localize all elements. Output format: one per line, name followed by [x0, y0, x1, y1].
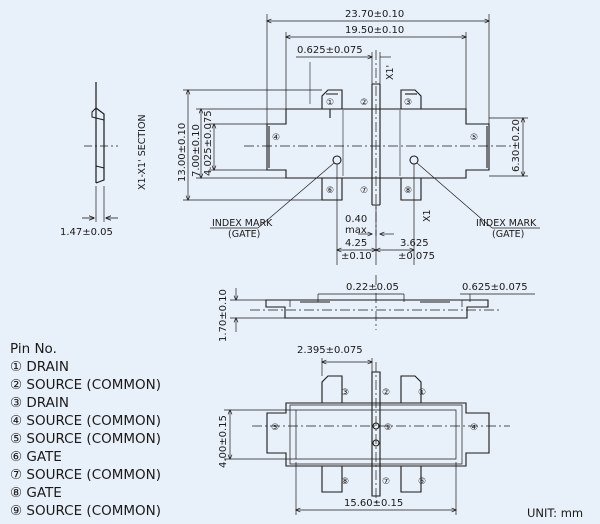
top-view-dimension-lines [183, 14, 540, 265]
bottom-lead-offset-dim: 2.395±0.075 [297, 345, 363, 356]
pin-label: ③ [341, 388, 349, 398]
index-mark-right-line2: (GATE) [492, 229, 524, 240]
pin-label: ⑦ [360, 186, 368, 196]
pin-label: ① [326, 98, 334, 108]
pin-list-item: ⑧ GATE [10, 485, 62, 501]
pin-list-item: ② SOURCE (COMMON) [10, 377, 162, 393]
side-lead-width-dim: 0.625±0.075 [462, 282, 528, 293]
side-thickness-dim: 0.22±0.05 [346, 282, 399, 293]
side-view-dimension-lines [230, 288, 535, 332]
top-width-inner-dim: 19.50±0.10 [345, 25, 404, 36]
pin-label: ⑥ [326, 186, 334, 196]
pin-label: ⑥ [418, 477, 426, 487]
section-thickness-dim: 1.47±0.05 [60, 227, 113, 238]
index-mark-left-line1: INDEX MARK [212, 218, 273, 229]
lead-width-top-dim: 0.625±0.075 [297, 45, 363, 56]
pin-list-item: ⑨ SOURCE (COMMON) [10, 503, 162, 519]
pin-label: ① [418, 388, 426, 398]
pin-label: ⑨ [384, 423, 392, 433]
pin-label: ② [382, 388, 390, 398]
section-label: X1-X1' SECTION [137, 114, 148, 190]
side-view [250, 275, 500, 330]
section-marker-bottom: X1 [422, 209, 433, 222]
pin-list-title: Pin No. [10, 341, 57, 357]
unit-label: UNIT: mm [527, 506, 584, 520]
bottom-view [252, 362, 510, 505]
pitch-left-tol: ±0.10 [341, 251, 372, 262]
top-view-pin-labels: ① ② ③ ④ ⑤ ⑥ ⑦ ⑧ [272, 98, 478, 196]
pin-label: ③ [404, 98, 412, 108]
index-mark-right-line1: INDEX MARK [476, 218, 537, 229]
pin-list-item: ⑤ SOURCE (COMMON) [10, 431, 162, 447]
section-marker-top: X1' [385, 65, 396, 80]
pitch-right-tol: ±0.075 [398, 251, 435, 262]
bottom-view-pin-labels: ③ ② ① ⑤ ⑨ ④ ⑧ ⑦ ⑥ [271, 388, 478, 487]
index-mark-left-line2: (GATE) [228, 229, 260, 240]
top-width-outer-dim: 23.70±0.10 [345, 9, 404, 20]
pin-label: ④ [272, 133, 280, 143]
pin-list-item: ① DRAIN [10, 359, 69, 375]
bottom-body-height-dim: 4.00±0.15 [218, 415, 229, 468]
pin-label: ④ [470, 423, 478, 433]
pin-label: ⑤ [470, 133, 478, 143]
pin-list-item: ⑦ SOURCE (COMMON) [10, 467, 162, 483]
body-height-inner-dim: 7.00±0.10 [191, 124, 202, 177]
gap-max-label: max [345, 225, 367, 236]
top-view [244, 50, 512, 236]
pitch-left-value: 4.25 [345, 238, 367, 249]
pin-label: ⑧ [341, 477, 349, 487]
pin-label: ⑤ [271, 423, 279, 433]
side-height-dim: 1.70±0.10 [218, 289, 229, 342]
pitch-right-value: 3.625 [400, 238, 429, 249]
pin-list-item: ④ SOURCE (COMMON) [10, 413, 162, 429]
right-tab-height-dim: 6.30±0.20 [511, 119, 522, 172]
body-height-dim: 13.00±0.10 [177, 123, 188, 182]
pin-label: ② [360, 98, 368, 108]
bottom-view-dimension-lines [224, 358, 456, 515]
pin-list: Pin No. ① DRAIN ② SOURCE (COMMON) ③ DRAI… [10, 340, 161, 520]
bottom-width-dim: 15.60±0.15 [344, 498, 403, 509]
cross-section-view [82, 82, 118, 222]
pin-list-item: ⑥ GATE [10, 449, 62, 465]
tab-height-dim: 4.025±0.075 [203, 110, 214, 176]
pin-list-item: ③ DRAIN [10, 395, 69, 411]
gap-max-value: 0.40 [345, 214, 367, 225]
pin-label: ⑧ [404, 186, 412, 196]
pin-label: ⑦ [382, 477, 390, 487]
